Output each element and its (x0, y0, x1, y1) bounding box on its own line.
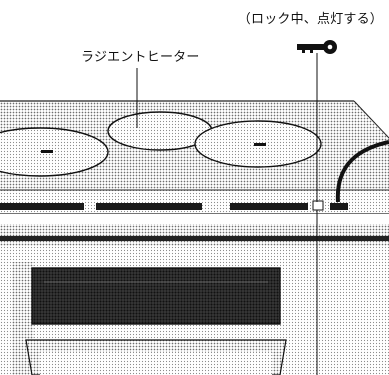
key-icon (297, 40, 337, 54)
lock-indicator-callout: （ロック中、点灯する） (237, 12, 383, 27)
control-panel-strip (0, 189, 389, 215)
radiant-heater-callout: ラジエントヒーター (81, 50, 200, 65)
heater-ring-left (0, 127, 109, 177)
heater-mark-left (41, 150, 53, 153)
grill-drawer (25, 267, 287, 375)
power-cord (335, 140, 389, 203)
heater-mark-right (254, 143, 266, 146)
